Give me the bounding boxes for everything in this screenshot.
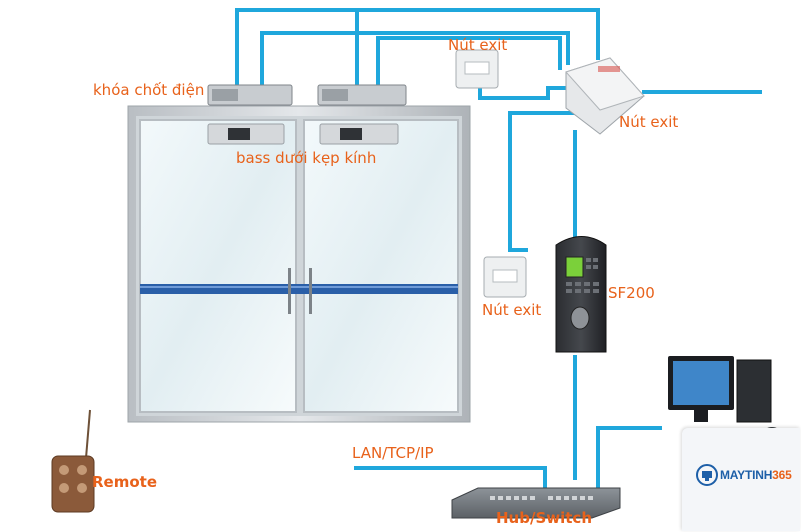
label-switch: Hub/Switch — [496, 509, 592, 527]
hub-switch-device — [451, 487, 621, 519]
label-exit-mid: Nút exit — [482, 301, 542, 319]
logo-icon — [696, 464, 718, 486]
clamp-right-slot — [340, 128, 362, 140]
door-stripe-highlight — [140, 286, 458, 288]
label-device: SF200 — [608, 284, 655, 302]
wire-lock2-b — [376, 36, 562, 90]
label-exit-top: Nút exit — [448, 36, 508, 54]
exit-button-mid — [483, 256, 527, 298]
door-stripe — [140, 284, 458, 294]
computer — [668, 356, 780, 437]
glass-door — [127, 105, 471, 423]
pc-screen — [673, 361, 729, 405]
wiring — [235, 8, 762, 492]
handle-right — [309, 268, 312, 314]
clamp-left-slot — [228, 128, 250, 140]
wire-lan — [354, 466, 547, 492]
wire-lock1-top — [235, 8, 600, 90]
device-screen — [565, 256, 584, 278]
pc-tower — [736, 359, 772, 423]
wire-lock1-mid — [260, 31, 570, 90]
wire-pc — [596, 426, 662, 490]
label-remote: Remote — [92, 473, 158, 491]
door-leaf-left — [139, 119, 297, 413]
label-glass-clamp: bass dưới kẹp kính — [236, 149, 377, 167]
power-supply — [565, 57, 645, 135]
exit-button-top — [455, 49, 499, 89]
wire-exit-top — [478, 76, 568, 100]
electric-locks — [207, 84, 407, 106]
label-lock: khóa chốt điện — [93, 81, 205, 99]
logo-brand-text: MAYTINH365 — [720, 468, 792, 482]
sf200-device — [555, 236, 607, 353]
wire-exit-mid — [508, 111, 604, 252]
fingerprint-sensor — [570, 306, 590, 330]
remote-control — [51, 409, 95, 513]
brand-logo: MAYTINH365 — [682, 428, 800, 531]
door-leaf-right — [303, 119, 459, 413]
handle-left — [288, 268, 291, 314]
label-network: LAN/TCP/IP — [352, 444, 434, 462]
label-exit-right: Nút exit — [619, 113, 679, 131]
